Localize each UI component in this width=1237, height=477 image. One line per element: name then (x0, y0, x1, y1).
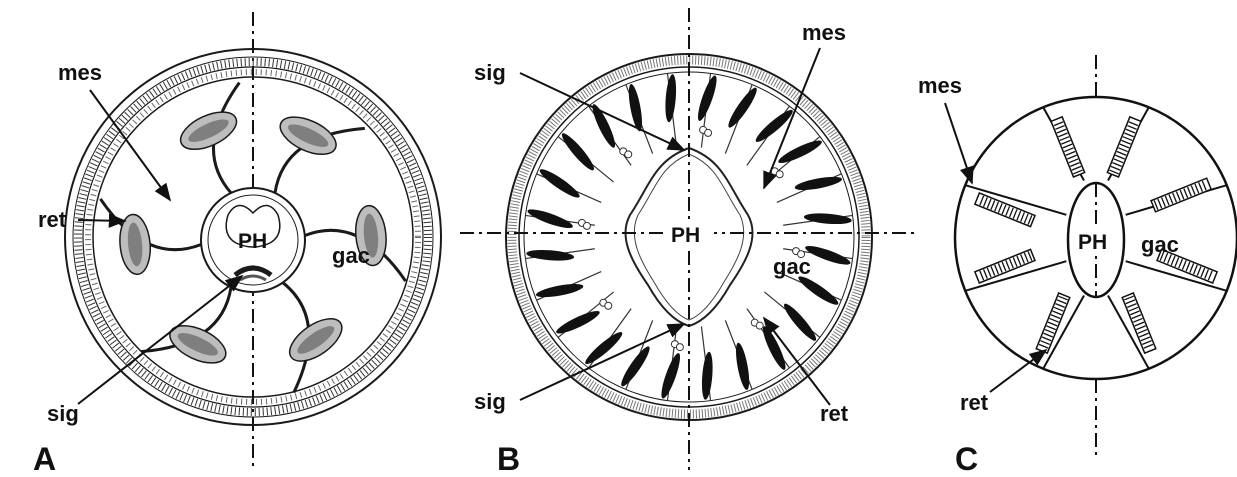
panel-b-letter: B (497, 441, 520, 477)
panel-b-gac-label: gac (773, 254, 811, 279)
panel-b-mes-arrow (764, 48, 820, 188)
panel-a-sig-label: sig (47, 401, 79, 426)
panel-b-sig-bottom-label: sig (474, 389, 506, 414)
panel-b-retractor-muscle (794, 174, 843, 193)
panel-b-retractor-muscle (664, 74, 678, 123)
panel-c-mes-arrow (945, 103, 972, 183)
panel-b-retractor-muscle (559, 130, 598, 173)
panel-a: PH mes ret gac sig A (33, 12, 441, 477)
panel-b-retractor-muscle (526, 206, 575, 231)
panel-b-retractor-muscle (695, 74, 720, 123)
panel-b-retractor-muscle (554, 307, 602, 337)
panel-a-ret-label: ret (38, 207, 67, 232)
panel-a-gac-label: gac (332, 243, 370, 268)
panel-b-retractor-muscle (700, 351, 714, 400)
panel-b-retractor-muscle (526, 248, 575, 262)
panel-b-retractor-muscle (658, 352, 683, 401)
panel-c-ret-label: ret (960, 390, 989, 415)
panel-b-sig-bottom-arrow (520, 324, 684, 400)
panel-b-retractor-muscle (725, 85, 760, 130)
panel-b-sig-top-label: sig (474, 60, 506, 85)
panel-b-retractor-muscle (803, 212, 852, 226)
panel-c-letter: C (955, 441, 978, 477)
panel-b-retractor-muscle (781, 301, 820, 344)
panel-b: PH sig mes gac sig ret B (460, 8, 918, 477)
panel-c: PH mes gac ret C (918, 55, 1237, 477)
panel-b-pharynx-label: PH (671, 224, 700, 247)
panel-a-pharynx-label: PH (238, 230, 267, 253)
panel-b-retractor-muscle (535, 281, 584, 300)
panel-b-retractor-muscle (618, 344, 653, 389)
panel-a-mes-label: mes (58, 60, 102, 85)
panel-b-retractor-muscle (589, 102, 619, 150)
panel-b-retractor-muscle (537, 166, 582, 201)
panel-b-mes-label: mes (802, 20, 846, 45)
panel-a-ret-arrow (78, 220, 125, 221)
panel-c-mes-label: mes (918, 73, 962, 98)
panel-a-letter: A (33, 441, 56, 477)
panel-c-pharynx-label: PH (1078, 231, 1107, 254)
panel-b-retractor-muscle (733, 342, 752, 391)
panel-b-ret-label: ret (820, 401, 849, 426)
panel-c-gac-label: gac (1141, 232, 1179, 257)
